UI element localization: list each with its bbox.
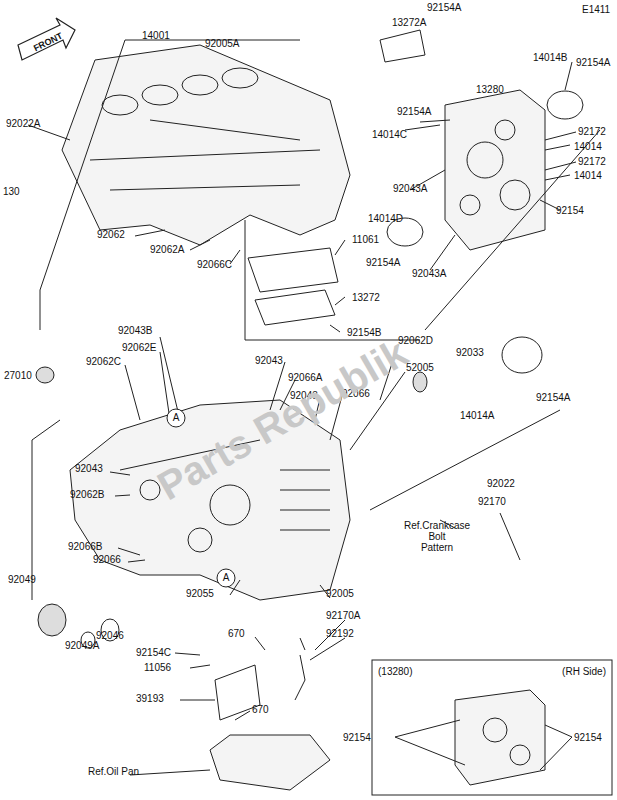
callout-number: 92066 (93, 554, 121, 565)
callout-number: 92043 (255, 355, 283, 366)
node-text: (RH Side) (562, 666, 606, 678)
callout-number: 92154B (347, 327, 381, 338)
callout-number: 92049 (8, 574, 36, 585)
callout-number: 92033 (456, 347, 484, 358)
callout-number: 92170 (478, 496, 506, 507)
node-text: A (223, 572, 230, 584)
callout-number: 14001 (142, 30, 170, 41)
callout-number: 92055 (186, 588, 214, 599)
callout-number: 13272 (352, 292, 380, 303)
callout-number: 13280 (476, 84, 504, 95)
reference-circle: A (217, 569, 235, 587)
callout-number: 92066C (197, 259, 232, 270)
node-text: (13280) (378, 666, 412, 678)
callout-number: 92154 (574, 732, 602, 743)
callout-number: 92005 (326, 588, 354, 599)
inset-box: (13280) (RH Side) (372, 660, 612, 795)
callout-number: 92062B (70, 489, 104, 500)
callout-number: 14014 (574, 170, 602, 181)
callout-number: 92062 (97, 229, 125, 240)
callout-number: 92062D (398, 335, 433, 346)
callout-number: 92154A (536, 392, 570, 403)
callout-number: 92192 (326, 628, 354, 639)
callout-number: 39193 (136, 693, 164, 704)
callout-number: Ref.Oil Pan (88, 766, 139, 777)
callout-number: 92154A (366, 257, 400, 268)
callout-number: 92154A (427, 2, 461, 13)
callout-number: 92062A (150, 244, 184, 255)
callout-number: 92005A (205, 38, 239, 49)
callout-number: 14014B (533, 52, 567, 63)
callout-number: 670 (228, 628, 245, 639)
callout-number: 27010 (4, 370, 32, 381)
node-text: A (173, 412, 180, 424)
callout-number: 92154 (556, 205, 584, 216)
callout-number: 92022 (487, 478, 515, 489)
callout-number: 14014C (372, 129, 407, 140)
callout-number: 92154A (576, 57, 610, 68)
reference-circle: A (167, 409, 185, 427)
callout-number: 92049A (65, 640, 99, 651)
callout-number: 14014A (460, 410, 494, 421)
callout-number: 11056 (144, 662, 171, 673)
callout-number: 11061 (352, 234, 379, 245)
callout-number: 92062E (122, 342, 156, 353)
front-arrow: FRONT (16, 15, 80, 68)
callout-number: 92022A (6, 118, 40, 129)
callout-number: 92066B (68, 541, 102, 552)
callout-number: 92062C (86, 356, 121, 367)
callout-number: 670 (252, 704, 269, 715)
callout-number: 92170A (326, 610, 360, 621)
callout-number: 92154A (397, 106, 431, 117)
callout-number: 14014 (574, 141, 602, 152)
callout-number: 14014D (368, 213, 403, 224)
callout-number: E1411 (582, 4, 610, 15)
callout-number: 92043B (118, 325, 152, 336)
reference-note: Ref.Crankcase Bolt Pattern (398, 520, 476, 553)
callout-number: 13272A (392, 17, 426, 28)
callout-number: 130 (3, 186, 20, 197)
node-text: FRONT (31, 30, 64, 54)
callout-number: 92172 (578, 156, 606, 167)
callout-number: 92043A (393, 183, 427, 194)
callout-number: 92172 (578, 126, 606, 137)
callout-number: 92043 (75, 463, 103, 474)
callout-number: 92043A (412, 268, 446, 279)
callout-number: 92046 (96, 630, 124, 641)
callout-number: 92154C (136, 647, 171, 658)
callout-number: 92154 (343, 732, 371, 743)
